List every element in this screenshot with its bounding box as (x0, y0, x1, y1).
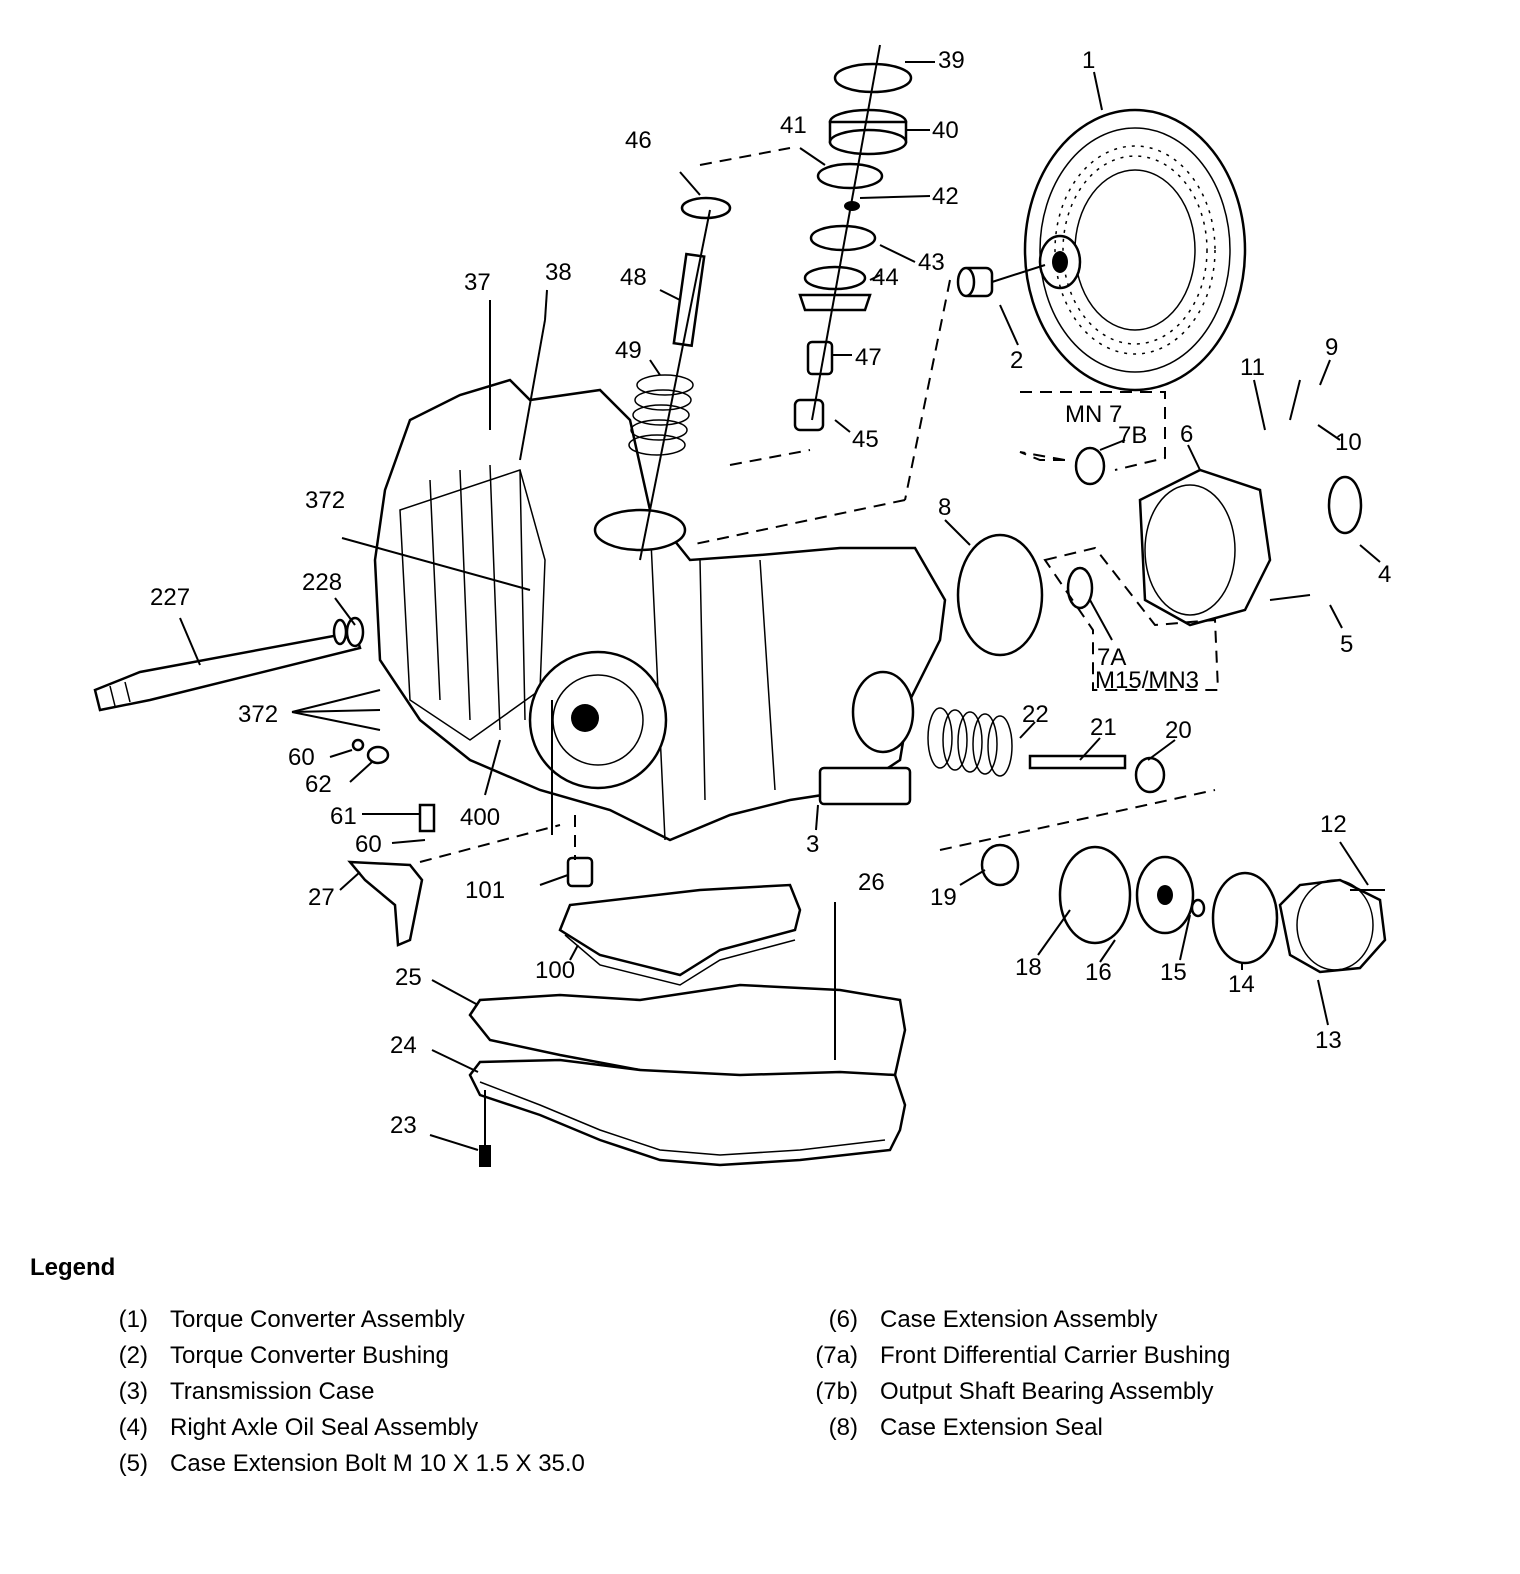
callout-15: 15 (1160, 959, 1187, 986)
option-box-m15-mn3 (1043, 546, 1220, 691)
legend-code: (6) (828, 1306, 858, 1333)
callout-12: 12 (1320, 811, 1347, 838)
oil-pan-drawing (468, 983, 907, 1167)
callout-14: 14 (1228, 971, 1255, 998)
callout-39: 39 (938, 47, 965, 74)
torque-converter-drawing (1023, 108, 1247, 392)
callout-44: 44 (872, 264, 899, 291)
callout-49: 49 (615, 337, 642, 364)
legend-text: Output Shaft Bearing Assembly (880, 1378, 1214, 1405)
callout-25: 25 (395, 964, 422, 991)
callout-38: 38 (545, 259, 572, 286)
legend-column-right: (6) Case Extension Assembly (7a) Front D… (800, 1302, 1230, 1446)
legend-title: Legend (30, 1254, 116, 1281)
legend-item: (7a) Front Differential Carrier Bushing (800, 1338, 1230, 1374)
transmission-case-drawing (373, 378, 947, 842)
legend-code: (8) (828, 1414, 858, 1441)
legend-item: (6) Case Extension Assembly (800, 1302, 1230, 1338)
callout-46: 46 (625, 127, 652, 154)
callout-4: 4 (1378, 561, 1391, 588)
callout-6: 6 (1180, 421, 1193, 448)
callout-8: 8 (938, 494, 951, 521)
legend-code: (4) (118, 1414, 148, 1441)
callout-372-lower: 372 (238, 701, 278, 728)
option-box-mn7 (1019, 391, 1166, 471)
legend-item: (2) Torque Converter Bushing (90, 1338, 585, 1374)
axle-shaft-drawing (93, 616, 365, 712)
legend-item: (4) Right Axle Oil Seal Assembly (90, 1410, 585, 1446)
servo-pin-drawing (628, 196, 732, 561)
legend-text: Front Differential Carrier Bushing (880, 1342, 1231, 1369)
accumulator-stack-drawing (793, 44, 913, 432)
callout-27: 27 (308, 884, 335, 911)
callout-37: 37 (464, 269, 491, 296)
callout-61: 61 (330, 803, 357, 830)
legend-code: (3) (118, 1378, 148, 1405)
callout-18: 18 (1015, 954, 1042, 981)
legend-code: (7a) (815, 1342, 858, 1369)
callout-21: 21 (1090, 714, 1117, 741)
callout-3: 3 (806, 831, 819, 858)
callout-101: 101 (465, 877, 505, 904)
accumulator-spring-drawing (927, 707, 1166, 794)
callout-43: 43 (918, 249, 945, 276)
callout-7a: 7A (1097, 644, 1126, 671)
converter-bushing-drawing (956, 264, 1046, 298)
callout-2: 2 (1010, 347, 1023, 374)
callout-20: 20 (1165, 717, 1192, 744)
legend-code: (2) (118, 1342, 148, 1369)
callout-19: 19 (930, 884, 957, 911)
legend-text: Torque Converter Assembly (170, 1306, 465, 1333)
callout-41: 41 (780, 112, 807, 139)
legend-text: Right Axle Oil Seal Assembly (170, 1414, 479, 1441)
callout-22: 22 (1022, 701, 1049, 728)
callout-100: 100 (535, 957, 575, 984)
callout-47: 47 (855, 344, 882, 371)
callout-10: 10 (1335, 429, 1362, 456)
callout-9: 9 (1325, 334, 1338, 361)
option-label-mn7: MN 7 (1065, 401, 1122, 428)
legend-item: (5) Case Extension Bolt M 10 X 1.5 X 35.… (90, 1446, 585, 1482)
legend-code: (5) (118, 1450, 148, 1477)
case-extension-drawing (956, 379, 1363, 657)
legend-text: Case Extension Bolt M 10 X 1.5 X 35.0 (170, 1450, 585, 1477)
legend-item: (7b) Output Shaft Bearing Assembly (800, 1374, 1230, 1410)
callout-26: 26 (858, 869, 885, 896)
callout-48: 48 (620, 264, 647, 291)
callout-60-lower: 60 (355, 831, 382, 858)
callout-24: 24 (390, 1032, 417, 1059)
callout-7b: 7B (1118, 422, 1147, 449)
callout-228: 228 (302, 569, 342, 596)
callout-42: 42 (932, 183, 959, 210)
callout-45: 45 (852, 426, 879, 453)
legend-code: (7b) (815, 1378, 858, 1405)
callout-23: 23 (390, 1112, 417, 1139)
callout-5: 5 (1340, 631, 1353, 658)
callout-227: 227 (150, 584, 190, 611)
filter-drawing (558, 815, 802, 986)
callout-16: 16 (1085, 959, 1112, 986)
legend-text: Torque Converter Bushing (170, 1342, 449, 1369)
callout-11: 11 (1240, 354, 1265, 381)
callout-62: 62 (305, 771, 332, 798)
exploded-transmission-diagram: 1 2 3 4 5 6 7A 7B 8 9 10 11 12 13 14 15 … (93, 44, 1391, 1167)
bracket-drawing (347, 738, 436, 947)
legend-column-left: (1) Torque Converter Assembly (2) Torque… (90, 1302, 585, 1482)
legend-item: (1) Torque Converter Assembly (90, 1302, 585, 1338)
callout-400: 400 (460, 804, 500, 831)
legend-item: (8) Case Extension Seal (800, 1410, 1230, 1446)
servo-assembly-drawing (980, 843, 1387, 974)
legend-text: Case Extension Assembly (880, 1306, 1158, 1333)
callout-60-upper: 60 (288, 744, 315, 771)
legend-text: Transmission Case (170, 1378, 375, 1405)
callout-372-upper: 372 (305, 487, 345, 514)
legend-code: (1) (118, 1306, 148, 1333)
legend-text: Case Extension Seal (880, 1414, 1103, 1441)
callout-1: 1 (1082, 47, 1095, 74)
option-label-m15-mn3: M15/MN3 (1095, 667, 1199, 694)
callout-40: 40 (932, 117, 959, 144)
legend-item: (3) Transmission Case (90, 1374, 585, 1410)
callout-13: 13 (1315, 1027, 1342, 1054)
